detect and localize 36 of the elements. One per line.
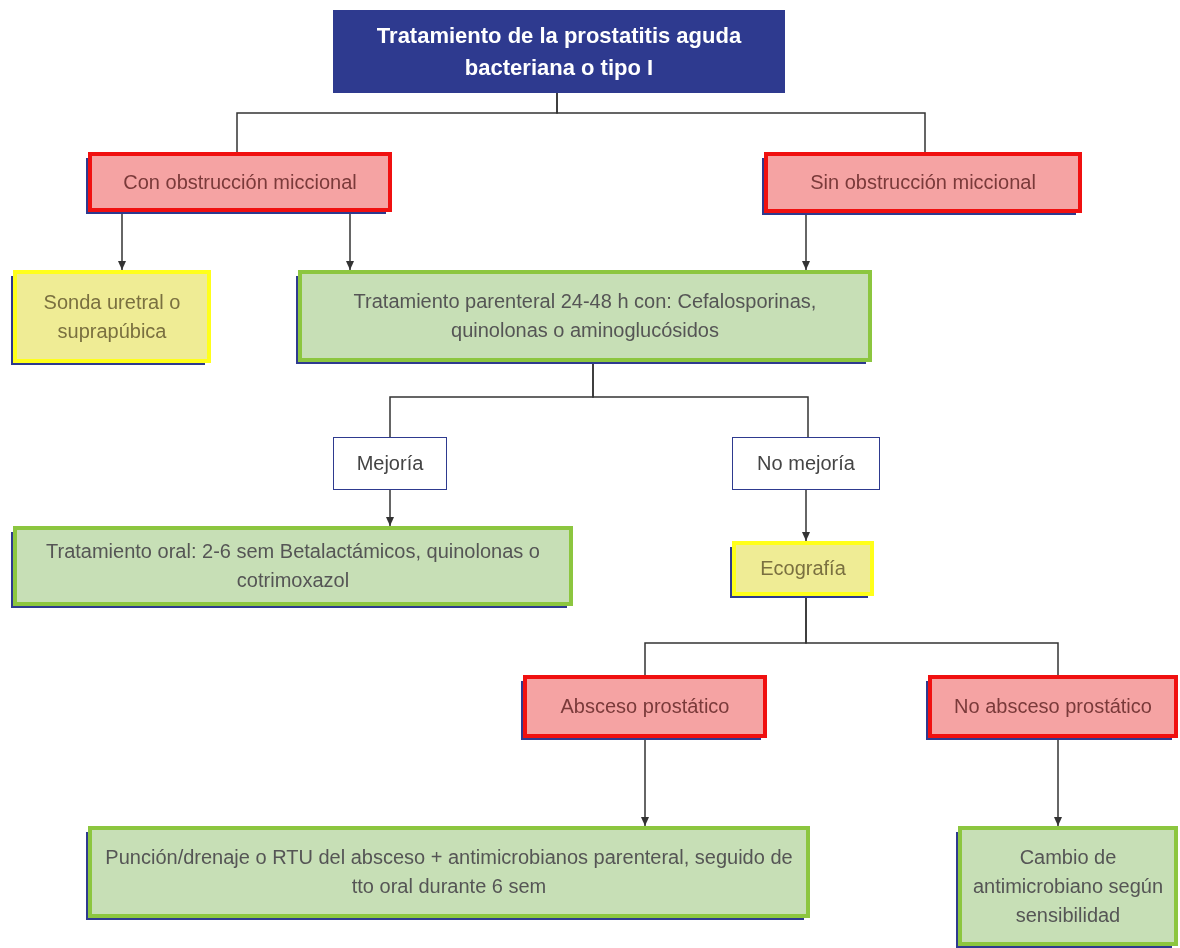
connector-line xyxy=(556,92,926,153)
arrow xyxy=(346,211,354,271)
arrow xyxy=(802,489,810,542)
condition-box xyxy=(523,675,767,738)
box-label: Tratamiento oral: 2-6 sem Betalactámicos, quinolonas o cotrimoxazol xyxy=(45,539,541,593)
treatment-box xyxy=(13,526,573,606)
arrow xyxy=(641,737,649,827)
box-label: Cambio de antimicrobiano según sensibilidad xyxy=(971,844,1165,928)
box-label: Absceso prostático xyxy=(560,694,730,719)
arrow xyxy=(1054,737,1062,827)
treatment-box xyxy=(298,270,872,362)
arrow xyxy=(386,489,394,527)
condition-box xyxy=(88,152,392,212)
condition-box xyxy=(928,675,1178,738)
box-label: Tratamiento de la prostatitis aguda bacteriana o tipo I xyxy=(375,21,743,82)
connector-line xyxy=(592,361,809,438)
box-label: Con obstrucción miccional xyxy=(123,169,357,195)
treatment-box xyxy=(88,826,810,918)
box-label: Punción/drenaje o RTU del absceso + antimicrobianos parenteral, seguido de tto oral durante 6 sem xyxy=(104,845,794,899)
procedure-box xyxy=(732,541,874,596)
procedure-box xyxy=(13,270,211,363)
arrow xyxy=(118,211,126,271)
title-box xyxy=(333,10,785,93)
box-label: No absceso prostático xyxy=(954,694,1152,719)
connector-line xyxy=(805,595,1059,676)
outcome-box xyxy=(732,437,880,490)
box-label: Tratamiento parenteral 24-48 h con: Cefalosporinas, quinolonas o aminoglucósidos xyxy=(352,289,818,343)
arrow xyxy=(802,212,810,271)
box-label: Sin obstrucción miccional xyxy=(810,170,1036,195)
outcome-box xyxy=(333,437,447,490)
box-label: Ecografía xyxy=(760,556,846,581)
box-label: Mejoría xyxy=(356,451,424,476)
condition-box xyxy=(764,152,1082,213)
box-label: Sonda uretral o suprapúbica xyxy=(42,289,182,344)
treatment-box xyxy=(958,826,1178,946)
box-label: No mejoría xyxy=(757,451,855,476)
